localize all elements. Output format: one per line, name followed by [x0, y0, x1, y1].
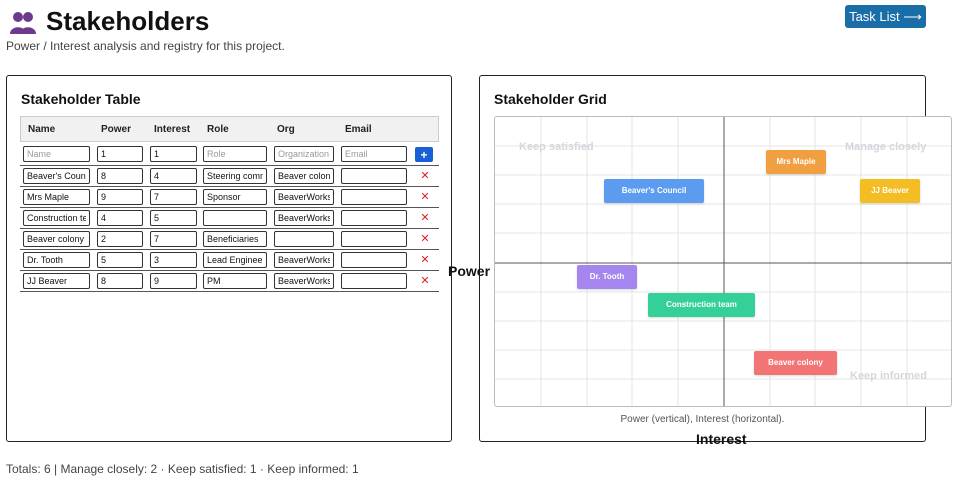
role-input[interactable] — [203, 252, 267, 268]
column-header-interest: Interest — [154, 123, 191, 135]
delete-row-icon[interactable]: ✕ — [420, 191, 430, 203]
interest-axis-label: Interest — [696, 431, 747, 447]
name-input[interactable] — [23, 168, 90, 184]
delete-row-icon[interactable]: ✕ — [420, 212, 430, 224]
delete-row-icon[interactable]: ✕ — [420, 254, 430, 266]
column-header-org: Org — [277, 123, 295, 135]
new-stakeholder-row: + — [20, 142, 439, 166]
grid-caption: Power (vertical), Interest (horizontal). — [620, 414, 785, 425]
quadrant-label-keep-satisfied: Keep satisfied — [519, 141, 594, 153]
task-list-button[interactable]: Task List ⟶ — [845, 5, 926, 28]
stakeholder-table: Name Power Interest Role Org Email + ✕ — [20, 116, 439, 292]
delete-row-icon[interactable]: ✕ — [420, 170, 430, 182]
name-input[interactable] — [23, 189, 90, 205]
column-header-role: Role — [207, 123, 229, 135]
stakeholder-table-panel: Stakeholder Table Name Power Interest Ro… — [6, 75, 452, 442]
interest-input[interactable] — [150, 168, 197, 184]
stakeholder-chip-construction-team[interactable]: Construction team — [648, 293, 755, 317]
power-input[interactable] — [97, 168, 143, 184]
email-input[interactable] — [341, 210, 407, 226]
page-title: Stakeholders — [46, 6, 210, 36]
table-row: ✕ — [20, 271, 439, 292]
delete-row-icon[interactable]: ✕ — [420, 233, 430, 245]
page-header: Stakeholders — [8, 6, 209, 37]
interest-input[interactable] — [150, 273, 197, 289]
role-input[interactable] — [203, 231, 267, 247]
new-role-input[interactable] — [203, 146, 267, 162]
people-icon — [8, 8, 38, 36]
name-input[interactable] — [23, 273, 90, 289]
power-input[interactable] — [97, 252, 143, 268]
new-name-input[interactable] — [23, 146, 90, 162]
new-org-input[interactable] — [274, 146, 334, 162]
stakeholder-chip-dr-tooth[interactable]: Dr. Tooth — [577, 265, 637, 289]
email-input[interactable] — [341, 168, 407, 184]
table-row: ✕ — [20, 166, 439, 187]
table-row: ✕ — [20, 187, 439, 208]
email-input[interactable] — [341, 252, 407, 268]
table-row: ✕ — [20, 229, 439, 250]
email-input[interactable] — [341, 273, 407, 289]
name-input[interactable] — [23, 252, 90, 268]
role-input[interactable] — [203, 168, 267, 184]
power-axis-label: Power — [448, 263, 491, 279]
power-input[interactable] — [97, 273, 143, 289]
new-power-input[interactable] — [97, 146, 143, 162]
org-input[interactable] — [274, 189, 334, 205]
org-input[interactable] — [274, 168, 334, 184]
new-interest-input[interactable] — [150, 146, 197, 162]
interest-input[interactable] — [150, 252, 197, 268]
interest-input[interactable] — [150, 231, 197, 247]
grid-lines — [495, 117, 951, 406]
quadrant-label-manage-closely: Manage closely — [845, 141, 927, 153]
table-row: ✕ — [20, 208, 439, 229]
org-input[interactable] — [274, 252, 334, 268]
add-stakeholder-button[interactable]: + — [415, 147, 433, 162]
table-header-row: Name Power Interest Role Org Email — [20, 116, 439, 142]
org-input[interactable] — [274, 273, 334, 289]
email-input[interactable] — [341, 231, 407, 247]
power-input[interactable] — [97, 210, 143, 226]
name-input[interactable] — [23, 231, 90, 247]
stakeholder-chip-beaver-colony[interactable]: Beaver colony — [754, 351, 837, 375]
delete-row-icon[interactable]: ✕ — [420, 275, 430, 287]
role-input[interactable] — [203, 210, 267, 226]
quadrant-label-keep-informed: Keep informed — [850, 370, 928, 382]
totals-summary: Totals: 6 | Manage closely: 2 · Keep sat… — [6, 462, 359, 476]
stakeholder-grid-panel: Stakeholder Grid — [479, 75, 952, 442]
stakeholder-grid-title: Stakeholder Grid — [494, 91, 607, 107]
name-input[interactable] — [23, 210, 90, 226]
interest-input[interactable] — [150, 189, 197, 205]
role-input[interactable] — [203, 189, 267, 205]
column-header-email: Email — [345, 123, 372, 135]
role-input[interactable] — [203, 273, 267, 289]
stakeholder-chip-jj-beaver[interactable]: JJ Beaver — [860, 179, 920, 203]
page-subtitle: Power / Interest analysis and registry f… — [6, 39, 285, 53]
column-header-power: Power — [101, 123, 132, 135]
email-input[interactable] — [341, 189, 407, 205]
column-header-name: Name — [28, 123, 56, 135]
stakeholder-table-title: Stakeholder Table — [21, 91, 141, 107]
org-input[interactable] — [274, 231, 334, 247]
interest-input[interactable] — [150, 210, 197, 226]
org-input[interactable] — [274, 210, 334, 226]
stakeholder-chip-beavers-council[interactable]: Beaver's Council — [604, 179, 704, 203]
table-row: ✕ — [20, 250, 439, 271]
power-input[interactable] — [97, 189, 143, 205]
power-input[interactable] — [97, 231, 143, 247]
stakeholder-chip-mrs-maple[interactable]: Mrs Maple — [766, 150, 826, 174]
new-email-input[interactable] — [341, 146, 407, 162]
power-interest-grid: Keep satisfied Manage closely Keep infor… — [494, 116, 952, 407]
